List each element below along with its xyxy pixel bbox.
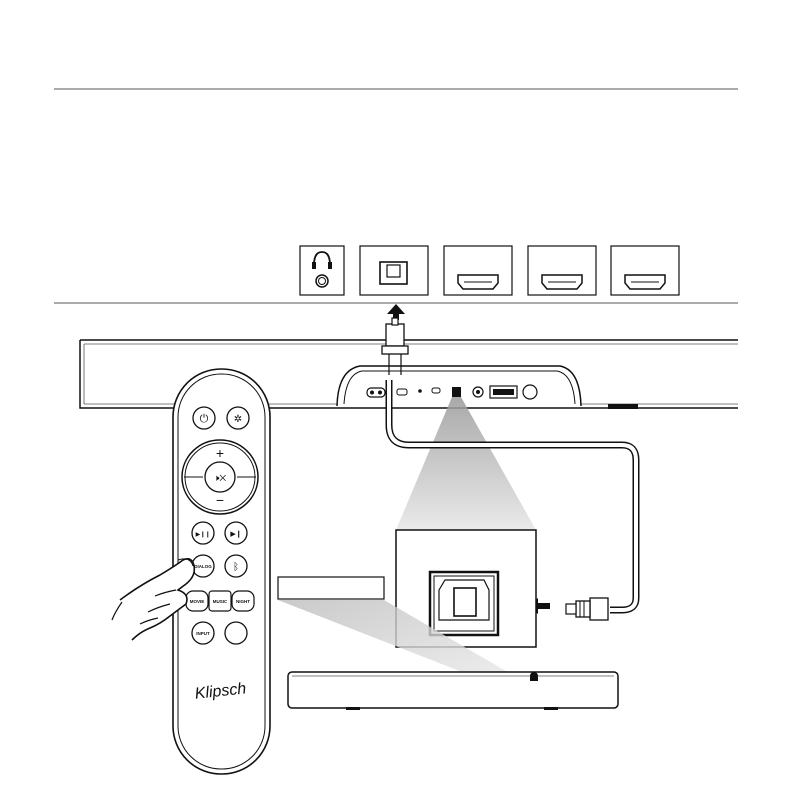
svg-text:NIGHT: NIGHT — [236, 599, 250, 604]
volume-up-button[interactable]: + — [216, 445, 224, 461]
hdmi-port-1 — [444, 246, 512, 295]
eq-button[interactable] — [225, 622, 247, 644]
bluetooth-icon: ᛒ — [233, 562, 239, 573]
headphone-jack-port — [300, 246, 344, 295]
svg-text:DIALOG: DIALOG — [194, 564, 212, 569]
bluetooth-button[interactable]: ᛒ — [225, 555, 247, 577]
svg-text:✲: ✲ — [234, 414, 242, 425]
power-button[interactable]: ⏻ — [193, 407, 215, 429]
movie-button[interactable]: MOVIE — [186, 591, 208, 611]
svg-text:MOVIE: MOVIE — [190, 599, 205, 604]
brightness-button[interactable]: ✲ — [227, 407, 249, 429]
volume-down-button[interactable]: − — [216, 492, 224, 508]
svg-text:MUSIC: MUSIC — [213, 599, 228, 604]
input-button[interactable]: INPUT — [192, 622, 214, 644]
music-button[interactable]: MUSIC — [209, 591, 231, 611]
mute-button[interactable]: 🕨✕ — [205, 462, 235, 492]
device-bar — [288, 672, 618, 710]
night-button[interactable]: NIGHT — [232, 591, 254, 611]
skip-button[interactable]: ▶❙ — [225, 522, 247, 544]
svg-text:INPUT: INPUT — [196, 631, 210, 636]
play-pause-button[interactable]: ▶❙❙ — [192, 522, 214, 544]
dialog-button[interactable]: DIALOG — [192, 555, 214, 577]
ports-panel — [300, 246, 679, 295]
svg-text:▶❙❙: ▶❙❙ — [196, 531, 211, 538]
volume-pad: + − 🕨✕ — [182, 440, 258, 514]
svg-text:⏻: ⏻ — [200, 413, 209, 425]
zoom-beam — [396, 397, 536, 530]
label-box — [278, 577, 384, 599]
svg-text:▶❙: ▶❙ — [230, 530, 241, 538]
optical-input-port — [360, 246, 428, 295]
hdmi-port-3 — [611, 246, 679, 295]
hdmi-port-2 — [528, 246, 596, 295]
svg-text:🕨✕: 🕨✕ — [214, 473, 227, 483]
optical-input-port — [452, 387, 461, 397]
